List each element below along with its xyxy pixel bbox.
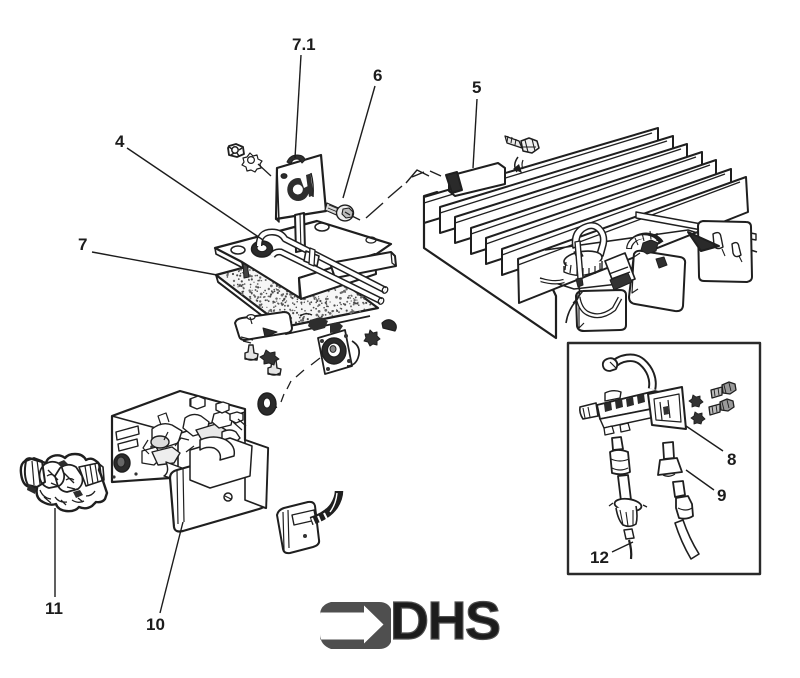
- svg-text:8: 8: [727, 450, 736, 469]
- svg-text:12: 12: [590, 548, 609, 567]
- svg-text:5: 5: [472, 78, 481, 97]
- svg-text:DHS: DHS: [390, 591, 500, 651]
- svg-text:10: 10: [146, 615, 165, 634]
- svg-text:7: 7: [78, 235, 87, 254]
- svg-text:4: 4: [115, 132, 125, 151]
- svg-text:6: 6: [373, 66, 382, 85]
- svg-text:7.1: 7.1: [292, 35, 316, 54]
- svg-text:11: 11: [45, 599, 63, 618]
- svg-text:9: 9: [717, 486, 726, 505]
